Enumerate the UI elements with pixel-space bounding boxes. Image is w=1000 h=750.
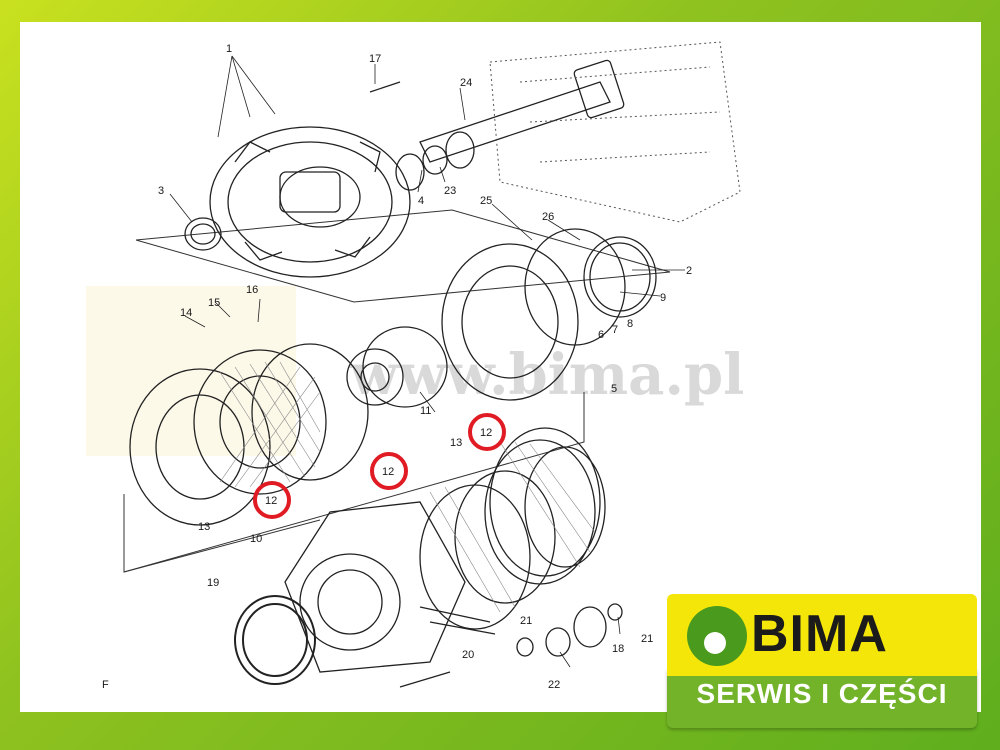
gear-part-11 bbox=[346, 326, 448, 408]
label-part-3: 3 bbox=[158, 185, 164, 197]
clutch-drum-part-10 bbox=[284, 501, 466, 673]
badge-top-band: BIMA bbox=[667, 594, 977, 676]
seal-part-19 bbox=[234, 595, 316, 685]
highlight-markers: 12 12 12 bbox=[253, 413, 506, 519]
label-part-18: 18 bbox=[612, 643, 624, 655]
label-part-4: 4 bbox=[418, 195, 424, 207]
transmission-housing bbox=[489, 41, 741, 223]
label-part-20: 20 bbox=[462, 649, 474, 661]
label-part-6: 6 bbox=[598, 329, 604, 341]
label-part-17: 17 bbox=[369, 53, 381, 65]
housing-part-1 bbox=[209, 126, 411, 278]
label-part-10: 10 bbox=[250, 533, 262, 545]
watermark-text: www.bima.pl bbox=[349, 342, 744, 408]
label-part-9: 9 bbox=[660, 292, 666, 304]
ring-part-3 bbox=[184, 217, 222, 251]
label-part-8: 8 bbox=[627, 318, 633, 330]
label-part-16: 16 bbox=[246, 284, 258, 296]
label-part-5: 5 bbox=[611, 383, 617, 395]
label-part-24: 24 bbox=[460, 77, 472, 89]
label-part-14: 14 bbox=[180, 307, 192, 319]
label-part-13-left: 13 bbox=[198, 521, 210, 533]
highlight-label-3: 12 bbox=[480, 427, 492, 439]
right-disc-pack bbox=[419, 427, 606, 630]
label-part-23: 23 bbox=[444, 185, 456, 197]
shaft-part-24 bbox=[369, 59, 625, 191]
label-part-11: 11 bbox=[420, 405, 431, 417]
label-part-15: 15 bbox=[208, 297, 220, 309]
exploded-parts-diagram: www.bima.pl bbox=[86, 41, 744, 691]
badge-bottom-band bbox=[667, 666, 977, 728]
label-part-19: 19 bbox=[207, 577, 219, 589]
highlight-label-2: 12 bbox=[382, 466, 394, 478]
right-disc-friction-pattern bbox=[429, 441, 596, 613]
label-part-25: 25 bbox=[480, 195, 492, 207]
highlight-label-1: 12 bbox=[265, 495, 277, 507]
highlight-circle-2 bbox=[370, 452, 408, 490]
label-part-21-left: 21 bbox=[520, 615, 532, 627]
label-part-7: 7 bbox=[612, 324, 618, 336]
label-part-13-right: 13 bbox=[450, 437, 462, 449]
leader-lines bbox=[169, 55, 685, 668]
part-labels: 1 2 3 4 5 6 7 8 9 10 11 13 13 14 15 16 1… bbox=[102, 43, 692, 691]
bima-badge: BIMA SERWIS I CZĘŚCI bbox=[667, 594, 977, 734]
small-gears-and-pins bbox=[399, 603, 623, 688]
highlight-circle-1 bbox=[253, 481, 291, 519]
label-part-21-right: 21 bbox=[641, 633, 653, 645]
label-part-26: 26 bbox=[542, 211, 554, 223]
watermark: www.bima.pl bbox=[86, 286, 744, 456]
label-corner-mark: F bbox=[102, 679, 109, 691]
piston-assembly bbox=[441, 228, 657, 401]
label-part-1: 1 bbox=[226, 43, 232, 55]
label-part-2: 2 bbox=[686, 265, 692, 277]
badge-title: BIMA bbox=[751, 605, 888, 663]
left-disc-pack bbox=[129, 343, 369, 526]
label-part-22: 22 bbox=[548, 679, 560, 691]
highlight-circle-3 bbox=[468, 413, 506, 451]
badge-subtitle: SERWIS I CZĘŚCI bbox=[696, 678, 948, 709]
bima-logo-icon bbox=[687, 606, 747, 666]
left-disc-friction-pattern bbox=[219, 361, 321, 488]
